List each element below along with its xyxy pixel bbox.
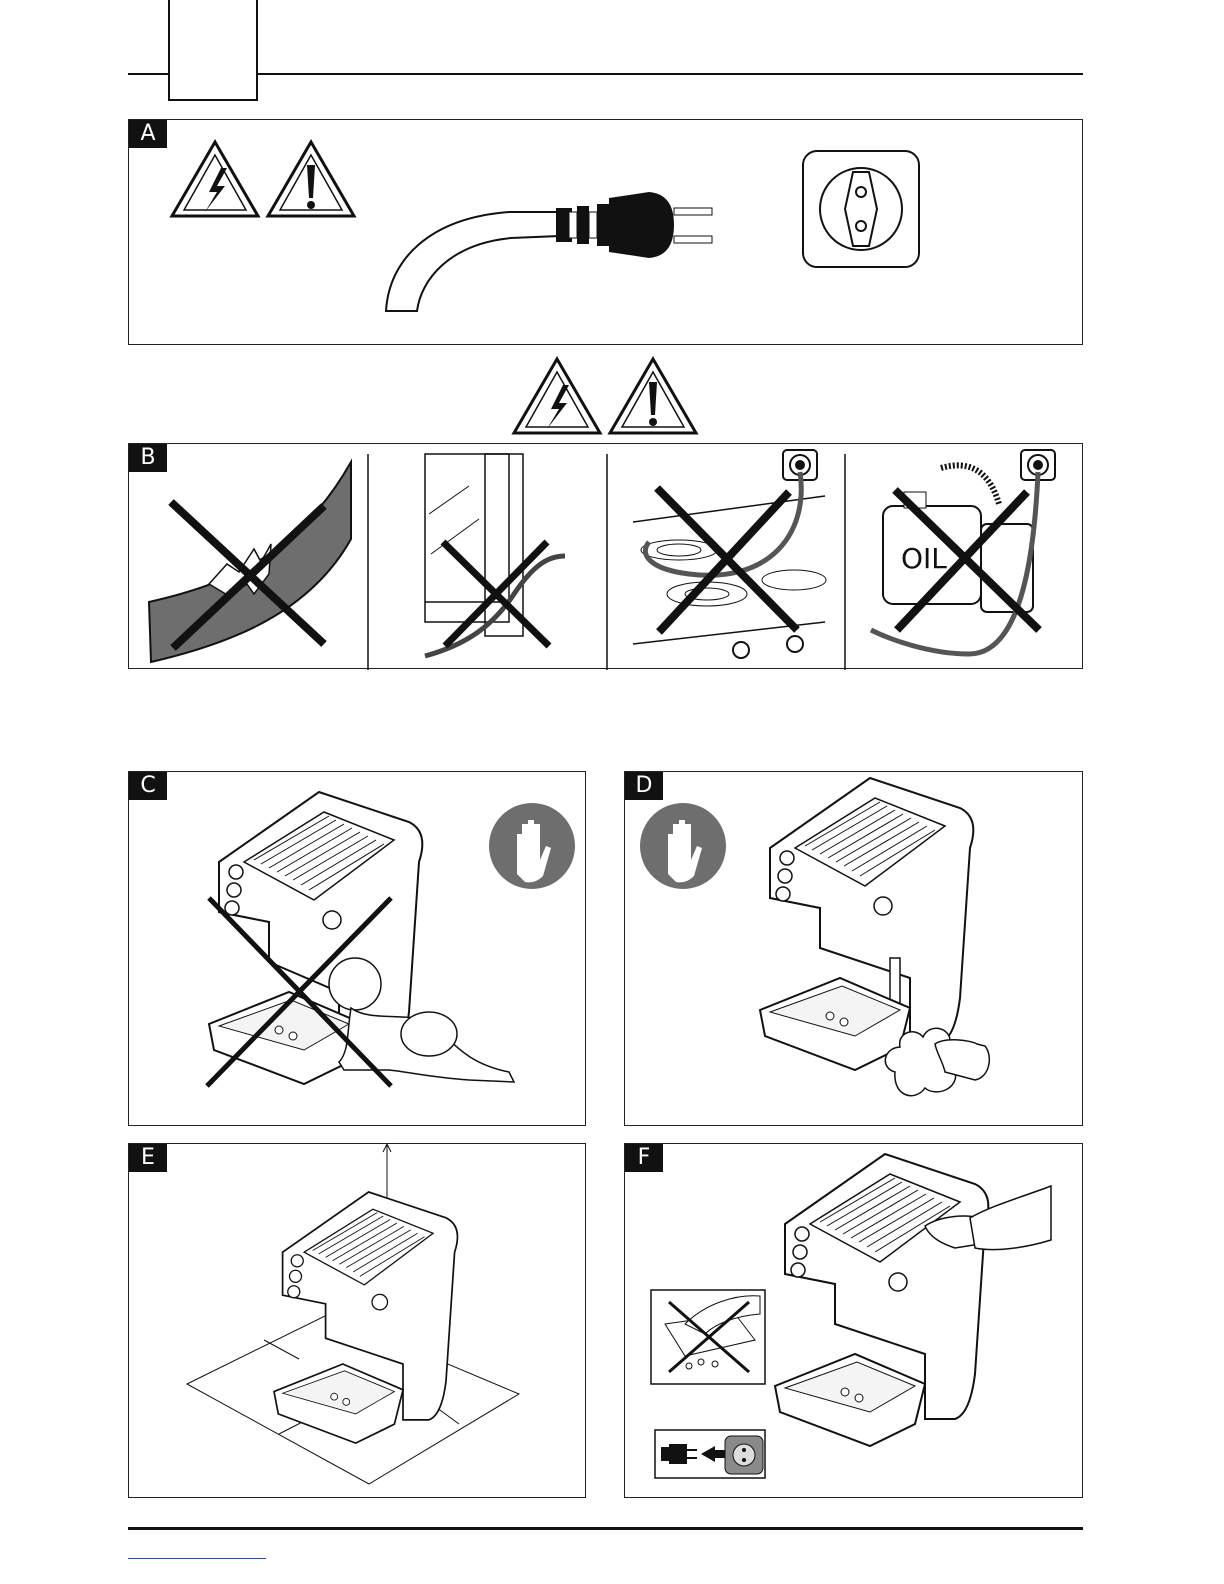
- caution-exclamation-icon: [610, 359, 696, 433]
- espresso-machine: [274, 1192, 457, 1443]
- stop-hand-icon: [640, 803, 726, 889]
- high-voltage-warning-icon: [514, 359, 600, 433]
- panel-c-art: [129, 772, 587, 1127]
- panel-d: D: [624, 771, 1083, 1126]
- damaged-cord-crossed: [149, 462, 351, 662]
- unplug-inset: [655, 1430, 765, 1478]
- panel-e-art: [129, 1144, 587, 1499]
- panel-f: F: [624, 1143, 1083, 1498]
- panel-b-art: OIL: [129, 444, 1084, 670]
- panel-d-art: [625, 772, 1084, 1127]
- caution-exclamation-icon: [268, 142, 354, 216]
- panel-f-art: [625, 1144, 1084, 1499]
- panel-c: C: [128, 771, 586, 1126]
- no-immersion-inset: [651, 1290, 765, 1384]
- cord-on-hotplate-crossed: [633, 450, 826, 658]
- page-tab: [168, 0, 258, 101]
- steam-hand: [885, 1028, 989, 1095]
- cord-in-door-crossed: [425, 454, 565, 656]
- footer-rule: [128, 1527, 1083, 1530]
- power-plug-icon: [386, 192, 712, 311]
- stop-hand-icon: [489, 803, 575, 889]
- panel-b: B: [128, 443, 1083, 669]
- footer-link-underline: [128, 1558, 266, 1559]
- panel-e: E: [128, 1143, 586, 1498]
- oil-text: OIL: [901, 542, 947, 575]
- cord-near-oil-crossed: OIL: [871, 450, 1055, 654]
- header-rule: [128, 73, 1083, 75]
- espresso-machine: [760, 778, 973, 1070]
- espresso-machine: [775, 1154, 988, 1446]
- wall-socket-icon: [803, 151, 919, 267]
- panel-a: A: [128, 119, 1083, 345]
- panel-a-art: [129, 120, 1084, 346]
- high-voltage-warning-icon: [172, 142, 258, 216]
